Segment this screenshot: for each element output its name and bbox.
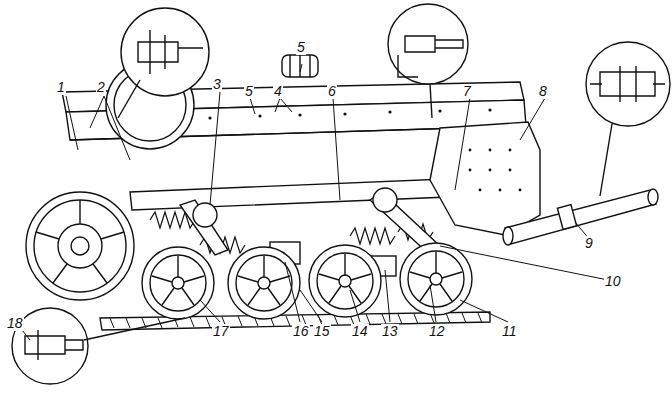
callout-number: 11 (501, 324, 518, 339)
callout-number: 4 (273, 84, 283, 99)
axle (503, 189, 658, 245)
leader-line (22, 64, 608, 340)
callout-number: 10 (604, 274, 622, 289)
callout-number: 7 (462, 84, 472, 99)
callout-number: 14 (351, 324, 369, 339)
callout-number: 3 (212, 77, 222, 92)
callout-number: 6 (327, 84, 337, 99)
callout-number: 12 (428, 324, 446, 339)
callout-number: 17 (212, 324, 230, 339)
detail-inset (12, 4, 670, 384)
callout-number: 13 (381, 324, 399, 339)
road-wheel (142, 243, 472, 319)
callout-number: 18 (6, 316, 24, 331)
callout-number: 9 (584, 236, 594, 251)
callout-number: 5 (244, 84, 254, 99)
callout-number: 2 (96, 80, 106, 95)
front-wheel (26, 192, 134, 300)
callout-number: 15 (313, 324, 331, 339)
suspension-arm (180, 188, 440, 276)
callout-number: 16 (292, 324, 310, 339)
callout-number: 5 (296, 40, 306, 55)
callout-number: 8 (538, 84, 548, 99)
rear-bracket (430, 122, 540, 235)
callout-number: 1 (56, 80, 66, 95)
